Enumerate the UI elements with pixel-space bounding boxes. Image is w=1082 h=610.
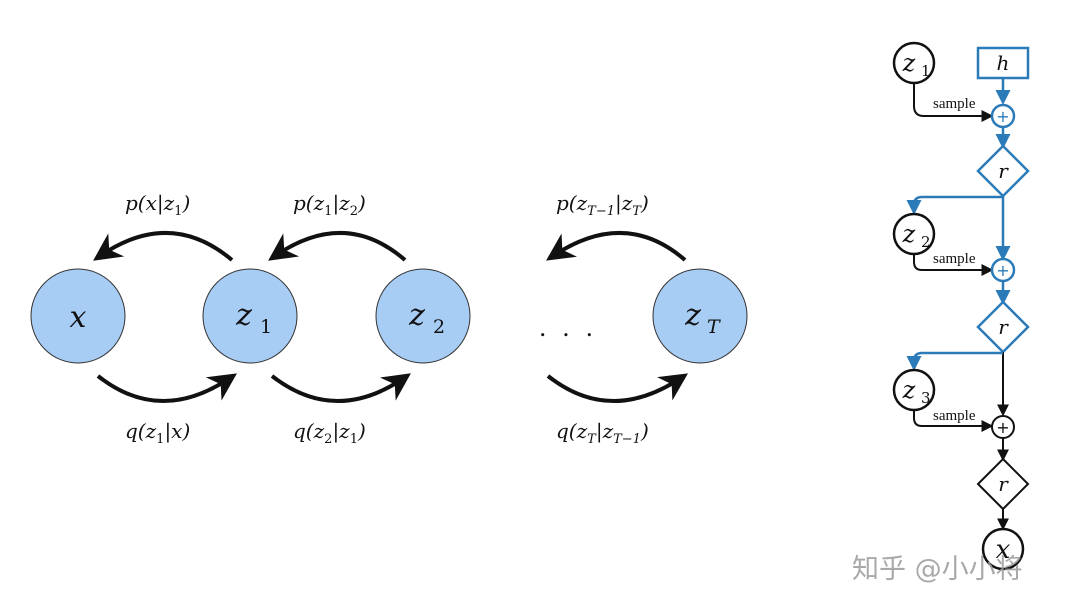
edge-z3-sample xyxy=(913,410,994,432)
flow-r-2: r xyxy=(976,300,1030,354)
arrow-p-zT1-zT xyxy=(546,230,687,262)
svg-text:x: x xyxy=(996,535,1011,565)
markov-chain: x z 1 z 2 z T . . . p(x|z1) p(z1|z2) p(z… xyxy=(30,191,748,447)
svg-text:z: z xyxy=(902,376,916,404)
node-z2: z 2 xyxy=(375,268,471,364)
node-z2-var: z xyxy=(408,298,425,333)
sample-label-2: sample xyxy=(933,251,976,267)
sample-label-1: sample xyxy=(933,96,976,112)
ellipsis: . . . xyxy=(539,314,597,342)
svg-text:+: + xyxy=(996,107,1009,126)
label-q-zT-given-zT1: q(zT|zT−1) xyxy=(556,419,649,447)
flow-diagram: z 1 h sample + r z 2 xyxy=(892,41,1030,571)
arrow-q-z1-x xyxy=(96,373,237,403)
flow-node-z1: z 1 xyxy=(892,41,936,85)
arrow-p-x-z1 xyxy=(93,230,234,262)
flow-r-1: r xyxy=(976,144,1030,198)
node-z1-var: z xyxy=(235,298,252,333)
svg-text:r: r xyxy=(998,315,1009,339)
node-zT-var: z xyxy=(684,298,701,333)
flow-plus-3: + xyxy=(991,415,1015,439)
node-x-label: x xyxy=(70,300,87,335)
flow-r-3: r xyxy=(976,457,1030,511)
svg-text:z: z xyxy=(408,298,425,333)
node-zT: z T xyxy=(652,268,748,364)
svg-text:2: 2 xyxy=(921,233,931,251)
label-p-z1-given-z2: p(z1|z2) xyxy=(293,191,366,219)
arrow-q-z2-z1 xyxy=(270,373,411,403)
arrow-p-z1-z2 xyxy=(268,230,407,262)
node-zT-sub: T xyxy=(707,316,721,338)
svg-text:+: + xyxy=(996,418,1009,437)
svg-text:z: z xyxy=(235,298,252,333)
flow-plus-2: + xyxy=(990,257,1016,283)
flow-box-h: h xyxy=(976,46,1030,80)
edge-r1-z2 xyxy=(906,195,1003,215)
svg-text:3: 3 xyxy=(921,389,931,407)
node-x: x xyxy=(30,268,126,364)
node-z1: z 1 xyxy=(202,268,298,364)
edge-z2-sample xyxy=(913,254,994,276)
label-p-zT1-given-zT: p(zT−1|zT) xyxy=(556,191,649,219)
edge-z1-sample xyxy=(913,83,994,122)
label-q-z1-given-x: q(z1|x) xyxy=(125,419,190,447)
label-p-x-given-z1: p(x|z1) xyxy=(125,191,190,219)
svg-text:+: + xyxy=(996,261,1009,280)
svg-text:r: r xyxy=(998,472,1009,496)
arrow-q-zT-zT1 xyxy=(546,373,689,403)
flow-node-z2: z 2 xyxy=(892,212,936,256)
node-z2-sub: 2 xyxy=(433,316,445,338)
svg-text:r: r xyxy=(998,159,1009,183)
svg-text:h: h xyxy=(997,51,1010,75)
flow-node-z3: z 3 xyxy=(892,368,936,412)
node-z1-sub: 1 xyxy=(260,316,272,338)
watermark: 知乎 @小小将 xyxy=(852,554,1023,585)
svg-text:z: z xyxy=(684,298,701,333)
svg-text:z: z xyxy=(902,220,916,248)
edge-r2-z3 xyxy=(906,351,1003,371)
sample-label-3: sample xyxy=(933,408,976,424)
label-q-z2-given-z1: q(z2|z1) xyxy=(293,419,366,447)
flow-node-x: x xyxy=(981,527,1025,571)
svg-text:z: z xyxy=(902,49,916,77)
flow-plus-1: + xyxy=(990,103,1016,129)
svg-text:1: 1 xyxy=(921,62,931,80)
